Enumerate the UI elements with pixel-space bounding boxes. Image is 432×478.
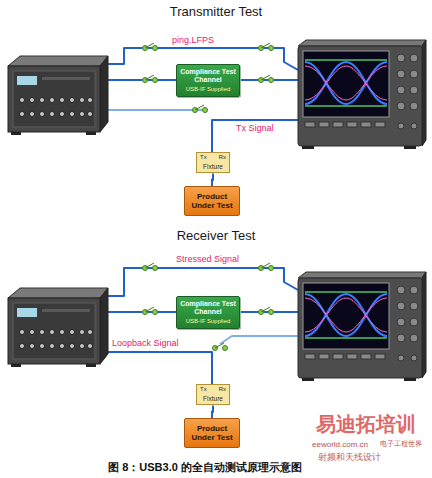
pattern-generator	[8, 288, 108, 367]
port-name: Tx	[200, 154, 207, 161]
transmitter-wires	[212, 120, 298, 152]
oscilloscope	[298, 272, 426, 381]
port-name: Rx	[219, 386, 226, 393]
switch-symbol	[259, 307, 274, 315]
switch-symbol	[143, 43, 158, 51]
box-title: Compliance Test Channel	[179, 68, 237, 84]
box-title: Compliance Test Channel	[179, 300, 237, 316]
test-channel-box: Compliance Test ChannelUSB-IF Supplied	[176, 296, 240, 329]
box-subtitle: USB-IF Supplied	[179, 86, 237, 93]
transmitter-wires	[104, 48, 298, 152]
receiver-wires	[220, 336, 298, 344]
section-title: Transmitter Test	[0, 4, 432, 20]
signal-name: ping.LFPS	[172, 35, 214, 46]
signal-name: Loopback Signal	[112, 338, 179, 349]
box-title: Product Under Test	[188, 192, 236, 210]
figure-caption: 图 8：USB3.0 的全自动测试原理示意图	[0, 461, 410, 474]
receiver-wires	[104, 268, 298, 296]
box-subtitle: USB-IF Supplied	[179, 318, 237, 325]
switch-symbol	[259, 263, 274, 271]
test-channel-box: Compliance Test ChannelUSB-IF Supplied	[176, 64, 240, 97]
fixture-port-row: Tx Rx	[200, 154, 226, 161]
watermark: 射频和天线设计	[318, 452, 381, 463]
fixture-port-row: Tx Rx	[200, 386, 226, 393]
pattern-generator	[8, 56, 108, 135]
switch-symbol	[259, 43, 274, 51]
switch-symbol	[259, 75, 274, 83]
box-title: Product Under Test	[188, 424, 236, 442]
switch-symbol	[143, 307, 158, 315]
transmitter-wires	[104, 109, 204, 111]
oscilloscope	[298, 40, 426, 149]
receiver-wires	[104, 268, 298, 384]
watermark: 易迪拓培训	[316, 412, 416, 436]
fixture-label: Fixture	[200, 163, 226, 171]
test-fixture-box: Tx RxFixture	[196, 152, 230, 173]
receiver-wires	[104, 311, 176, 313]
test-fixture-box: Tx RxFixture	[196, 384, 230, 405]
transmitter-wires	[104, 79, 176, 81]
port-name: Tx	[200, 386, 207, 393]
switch-symbol	[143, 75, 158, 83]
fixture-connection	[212, 173, 213, 186]
watermark: 电子工程世界	[380, 440, 422, 448]
signal-name: Stressed Signal	[176, 254, 239, 265]
receiver-wires	[104, 352, 212, 384]
device-under-test-box: Product Under Test	[184, 186, 240, 216]
device-under-test-box: Product Under Test	[184, 418, 240, 448]
port-name: Rx	[219, 154, 226, 161]
section-title: Receiver Test	[0, 228, 432, 244]
watermark: eeworld.com.cn	[312, 440, 368, 450]
fixture-connection	[212, 405, 213, 418]
switch-symbol	[193, 105, 208, 113]
switch-symbol	[143, 263, 158, 271]
signal-name: Tx Signal	[236, 123, 274, 134]
fixture-label: Fixture	[200, 395, 226, 403]
switch-symbol	[213, 343, 228, 351]
